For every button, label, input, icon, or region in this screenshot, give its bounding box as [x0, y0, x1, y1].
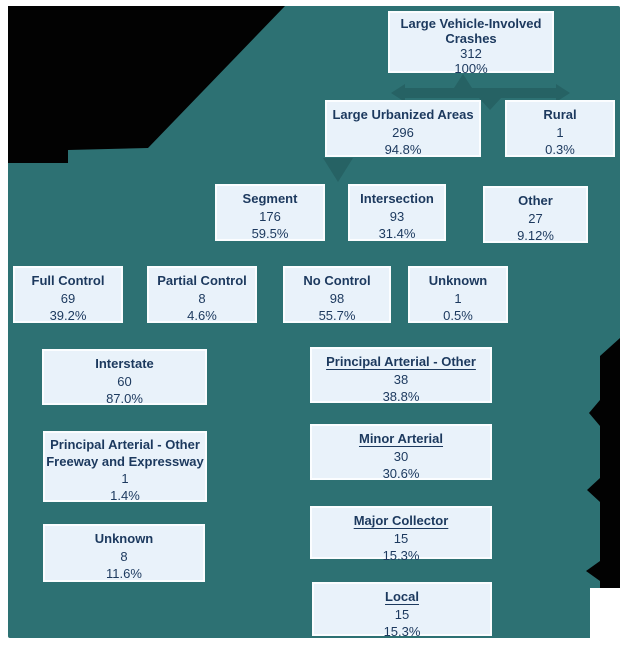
node-principal-arterial-freeway: Principal Arterial - Other Freeway and E…	[43, 431, 207, 503]
node-count: 27	[528, 210, 543, 226]
node-title: Other	[518, 193, 553, 208]
node-percent: 38.8%	[382, 389, 420, 404]
node-title: Minor Arterial	[358, 431, 444, 446]
node-title: Local	[385, 589, 419, 604]
node-count: 8	[198, 290, 206, 306]
node-segment: Segment 176 59.5%	[215, 184, 325, 241]
node-title: Intersection	[360, 191, 434, 206]
node-count: 1	[556, 124, 564, 140]
node-percent: 59.5%	[251, 226, 289, 241]
node-title: No Control	[303, 273, 371, 288]
node-title: Partial Control	[157, 273, 247, 288]
connector-down-arrow	[479, 98, 501, 110]
right-edge-cutout	[586, 338, 620, 588]
node-title: Full Control	[31, 273, 105, 288]
node-count: 176	[259, 208, 281, 224]
node-title: Principal Arterial - Other	[326, 354, 476, 369]
node-percent: 9.12%	[517, 228, 554, 243]
node-minor-arterial: Minor Arterial 30 30.6%	[310, 424, 492, 481]
node-percent: 0.5%	[443, 308, 473, 323]
connector-up-stub	[454, 74, 472, 88]
node-percent: 4.6%	[187, 308, 217, 323]
bottom-right-notch	[590, 588, 631, 649]
node-unknown-control: Unknown 1 0.5%	[408, 266, 508, 323]
node-large-vehicle-crashes: Large Vehicle-Involved Crashes 312 100%	[388, 11, 554, 76]
node-unknown-functional-class: Unknown 8 11.6%	[43, 524, 205, 582]
node-percent: 15.3%	[382, 548, 420, 563]
node-count: 1	[454, 290, 462, 306]
node-count: 15	[394, 606, 410, 622]
node-partial-control: Partial Control 8 4.6%	[147, 266, 257, 323]
branch-connector	[323, 158, 353, 182]
node-title: Interstate	[95, 356, 154, 371]
node-title: Unknown	[428, 273, 488, 288]
top-left-cutout	[8, 6, 285, 163]
node-percent: 30.6%	[382, 466, 420, 481]
node-count: 98	[329, 290, 345, 306]
node-full-control: Full Control 69 39.2%	[13, 266, 123, 323]
node-title: Major Collector	[353, 513, 449, 528]
double-arrow-connector	[391, 84, 570, 102]
node-count: 1	[121, 471, 129, 486]
node-count: 8	[120, 548, 128, 564]
node-title: Large Urbanized Areas	[332, 107, 474, 122]
node-percent: 31.4%	[378, 226, 416, 241]
node-count: 312	[460, 46, 482, 61]
node-percent: 11.6%	[106, 566, 142, 581]
node-percent: 94.8%	[384, 142, 422, 157]
node-count: 60	[117, 373, 132, 389]
node-rural: Rural 1 0.3%	[505, 100, 615, 157]
node-principal-arterial-other: Principal Arterial - Other 38 38.8%	[310, 347, 492, 404]
node-title: Large Vehicle-Involved Crashes	[400, 16, 542, 46]
node-percent: 0.3%	[545, 142, 575, 157]
node-percent: 100%	[454, 61, 488, 76]
node-count: 15	[393, 530, 409, 546]
node-large-urbanized-areas: Large Urbanized Areas 296 94.8%	[325, 100, 481, 157]
node-local: Local 15 15.3%	[312, 582, 492, 639]
node-no-control: No Control 98 55.7%	[283, 266, 391, 323]
node-title: Segment	[242, 191, 298, 206]
node-title: Principal Arterial - Other Freeway and E…	[46, 437, 204, 469]
node-percent: 1.4%	[110, 488, 140, 503]
node-other: Other 27 9.12%	[483, 186, 588, 243]
node-count: 93	[389, 208, 405, 224]
node-percent: 55.7%	[318, 308, 356, 323]
node-percent: 87.0%	[106, 391, 143, 406]
node-percent: 39.2%	[49, 308, 87, 323]
node-title: Rural	[543, 107, 577, 122]
node-percent: 15.3%	[383, 624, 421, 639]
node-count: 38	[393, 371, 409, 387]
node-intersection: Intersection 93 31.4%	[348, 184, 446, 241]
node-count: 69	[60, 290, 76, 306]
node-count: 30	[393, 448, 409, 464]
node-title: Unknown	[94, 531, 154, 546]
node-major-collector: Major Collector 15 15.3%	[310, 506, 492, 563]
node-interstate: Interstate 60 87.0%	[42, 349, 207, 406]
node-count: 296	[392, 124, 414, 140]
